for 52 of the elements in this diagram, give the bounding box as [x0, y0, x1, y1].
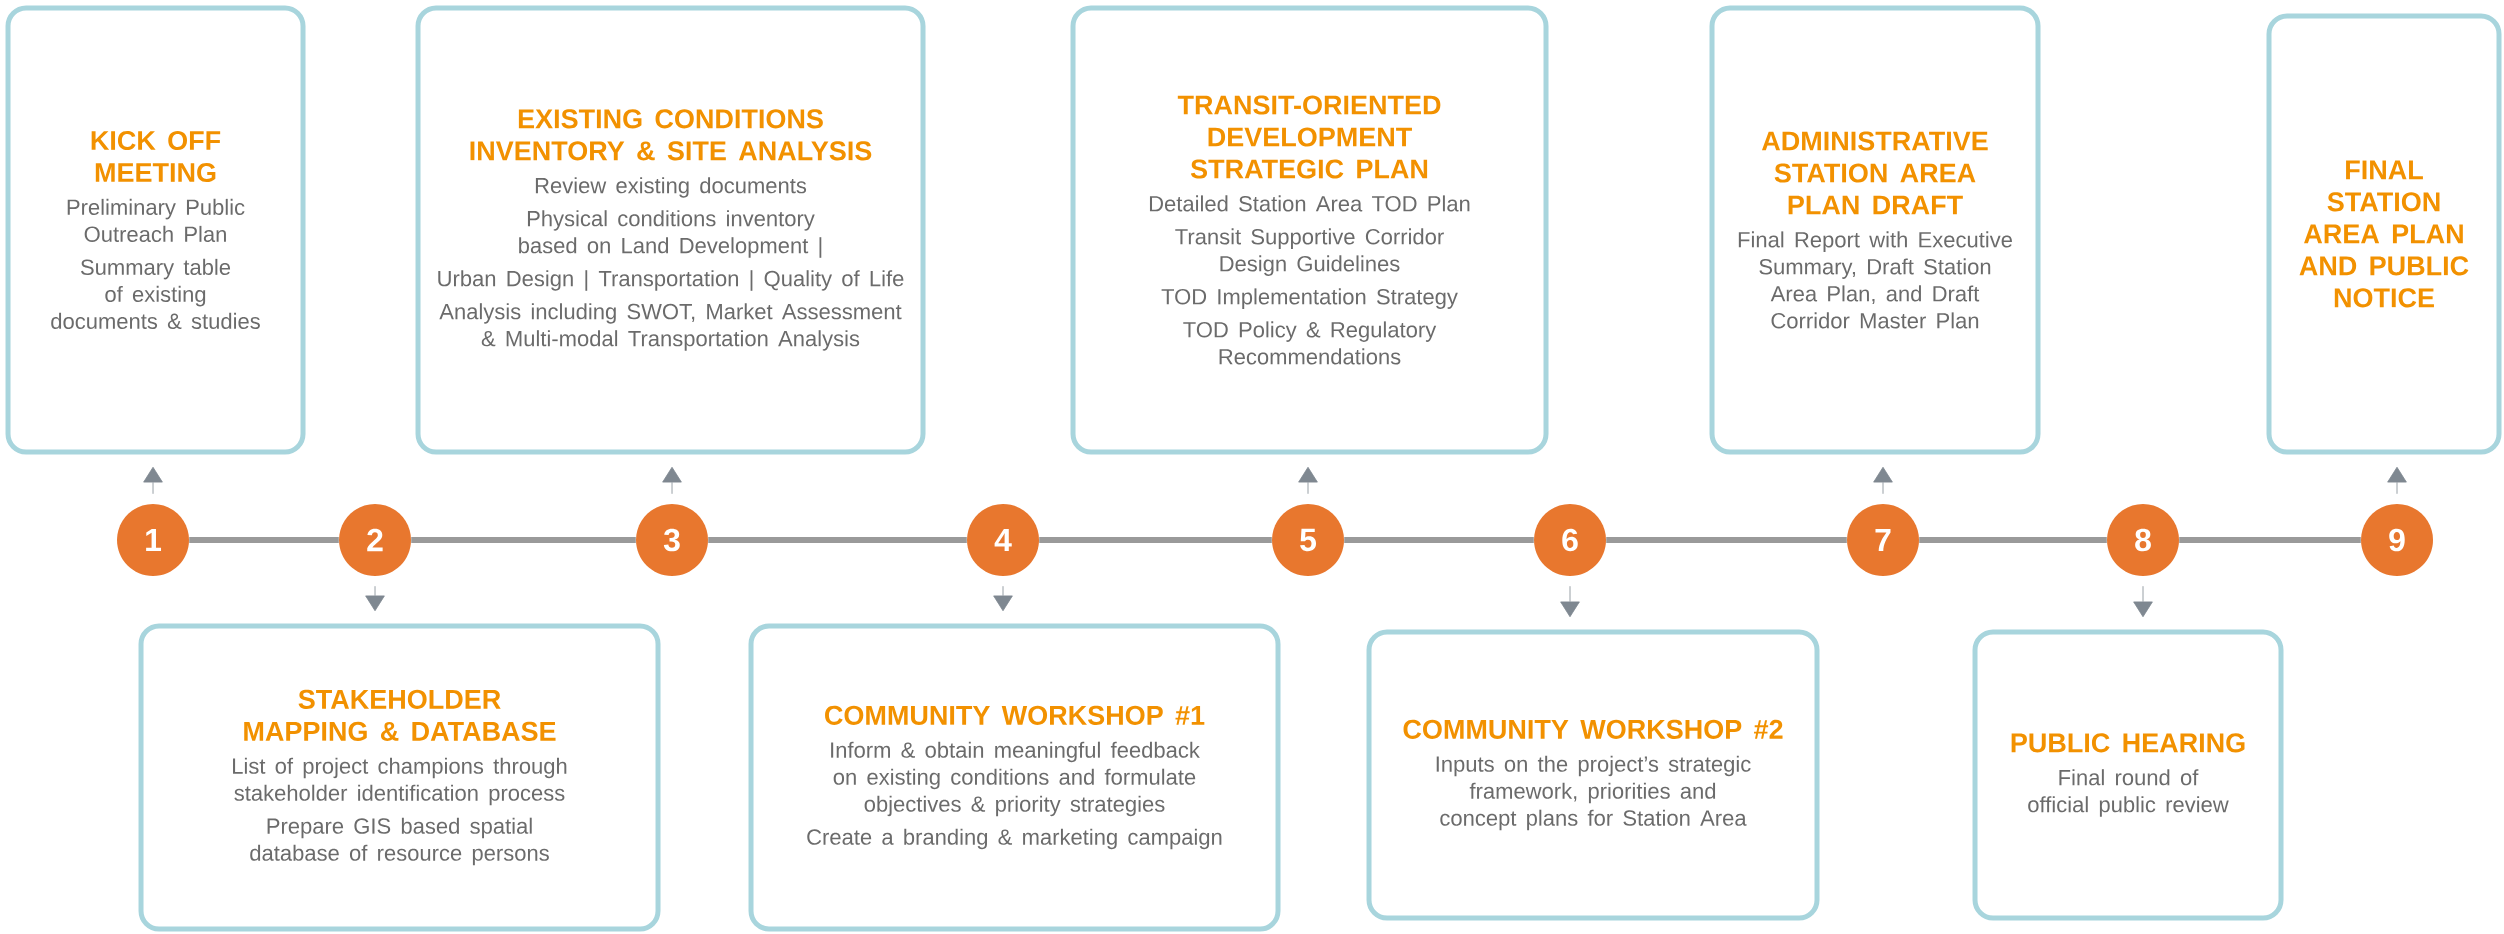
- step-description: Create a branding & marketing campaign: [807, 828, 1222, 850]
- step-description: Summary table of existing documents & studies: [51, 258, 260, 330]
- step-box: [2266, 13, 2502, 455]
- box-heading: PUBLIC HEARING: [2011, 733, 2245, 753]
- timeline-line: [1919, 537, 2107, 543]
- step-description: Analysis including SWOT, Market Assessment & Multi-modal Transportation Analysis: [439, 303, 902, 351]
- box-heading: COMMUNITY WORKSHOP #1: [825, 705, 1205, 725]
- step-box: [1070, 5, 1549, 455]
- arrow: [2133, 585, 2153, 618]
- step-description: Physical conditions inventory based on Land Development |: [519, 210, 822, 258]
- timeline-line: [189, 537, 339, 543]
- box-heading: TRANSIT-ORIENTED DEVELOPMENT STRATEGIC PLAN: [1177, 95, 1441, 179]
- timeline-line: [2179, 537, 2361, 543]
- step-description: Transit Supportive Corridor Design Guidelines: [1175, 228, 1444, 276]
- box-heading: EXISTING CONDITIONS INVENTORY & SITE ANALYSIS: [470, 109, 872, 161]
- step-box: [1709, 5, 2041, 455]
- box-heading: KICK OFF MEETING: [91, 130, 221, 183]
- step-description: Final round of official public review: [2028, 769, 2229, 817]
- step-box: [1972, 629, 2284, 921]
- box-heading: STAKEHOLDER MAPPING & DATABASE: [244, 689, 556, 741]
- step-description: Final Report with Executive Summary, Draft Station Area Plan, and Draft Corridor Master Plan: [1738, 231, 2012, 329]
- step-description: Urban Design | Transportation | Quality of Life: [438, 270, 904, 291]
- box-heading: FINAL STATION AREA PLAN AND PUBLIC NOTICE: [2299, 160, 2469, 308]
- step-description: Detailed Station Area TOD Plan: [1149, 195, 1470, 212]
- timeline-line: [1344, 537, 1534, 543]
- arrow: [1298, 466, 1318, 495]
- step-box: [5, 5, 306, 455]
- step-description: List of project champions through stakeholder identification process: [233, 757, 567, 806]
- step-box: [415, 5, 926, 455]
- step-box: [748, 623, 1281, 932]
- step-box: [138, 623, 661, 932]
- step-description: Review existing documents: [535, 177, 807, 198]
- arrow: [1560, 585, 1580, 618]
- step-box: [1366, 629, 1820, 921]
- step-description: Preliminary Public Outreach Plan: [67, 198, 245, 243]
- timeline-line: [1039, 537, 1272, 543]
- timeline-line: [1606, 537, 1847, 543]
- arrow: [662, 466, 682, 495]
- arrow: [2387, 466, 2407, 495]
- arrow: [1873, 466, 1893, 495]
- box-heading: COMMUNITY WORKSHOP #2: [1403, 719, 1783, 739]
- step-description: TOD Policy & Regulatory Recommendations: [1183, 321, 1437, 365]
- step-description: Inform & obtain meaningful feedback on existing conditions and formulate objectives & priority strategies: [831, 741, 1200, 817]
- timeline-line: [411, 537, 636, 543]
- step-description: TOD Implementation Strategy: [1161, 288, 1458, 309]
- step-description: Inputs on the project’s strategic framework, priorities and concept plans for Station Area: [1436, 755, 1751, 831]
- arrow: [993, 585, 1013, 612]
- timeline-line: [708, 537, 967, 543]
- arrow: [365, 585, 385, 612]
- box-heading: ADMINISTRATIVE STATION AREA PLAN DRAFT: [1761, 131, 1988, 215]
- step-description: Prepare GIS based spatial database of resource persons: [250, 817, 549, 866]
- arrow: [143, 466, 163, 495]
